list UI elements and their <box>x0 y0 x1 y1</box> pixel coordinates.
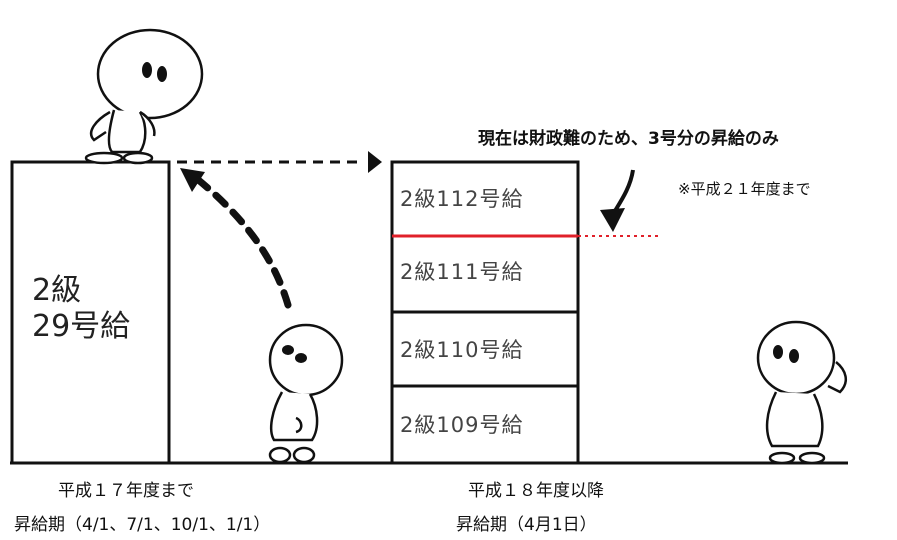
left-block-grade: 2級 <box>32 273 81 308</box>
character-looking-up <box>268 323 344 464</box>
step-stack: 2級112号給 2級111号給 2級110号給 2級109号給 <box>390 160 580 465</box>
note-subtitle: ※平成２１年度まで <box>678 180 811 198</box>
caption-left-period: 平成１７年度まで <box>58 481 194 501</box>
step-label: 2級109号給 <box>400 413 523 437</box>
caption-left-dates: 昇給期（4/1、7/1、10/1、1/1） <box>14 515 270 535</box>
caption-right-period: 平成１８年度以降 <box>468 481 604 501</box>
character-thinking <box>756 320 848 465</box>
step-label: 2級112号給 <box>400 187 523 211</box>
step-label: 2級110号給 <box>400 338 523 362</box>
left-block-step: 29号給 <box>32 309 130 344</box>
arrow-head-icon <box>368 151 382 173</box>
step-label: 2級111号給 <box>400 260 523 284</box>
arrow-head-icon <box>180 168 205 192</box>
caption-right-dates: 昇給期（4月1日） <box>456 515 597 535</box>
arrow-head-icon <box>600 208 625 232</box>
character-on-block <box>84 28 204 165</box>
curved-dashed-arrow <box>192 174 292 309</box>
note-title: 現在は財政難のため、3号分の昇給のみ <box>478 128 779 149</box>
